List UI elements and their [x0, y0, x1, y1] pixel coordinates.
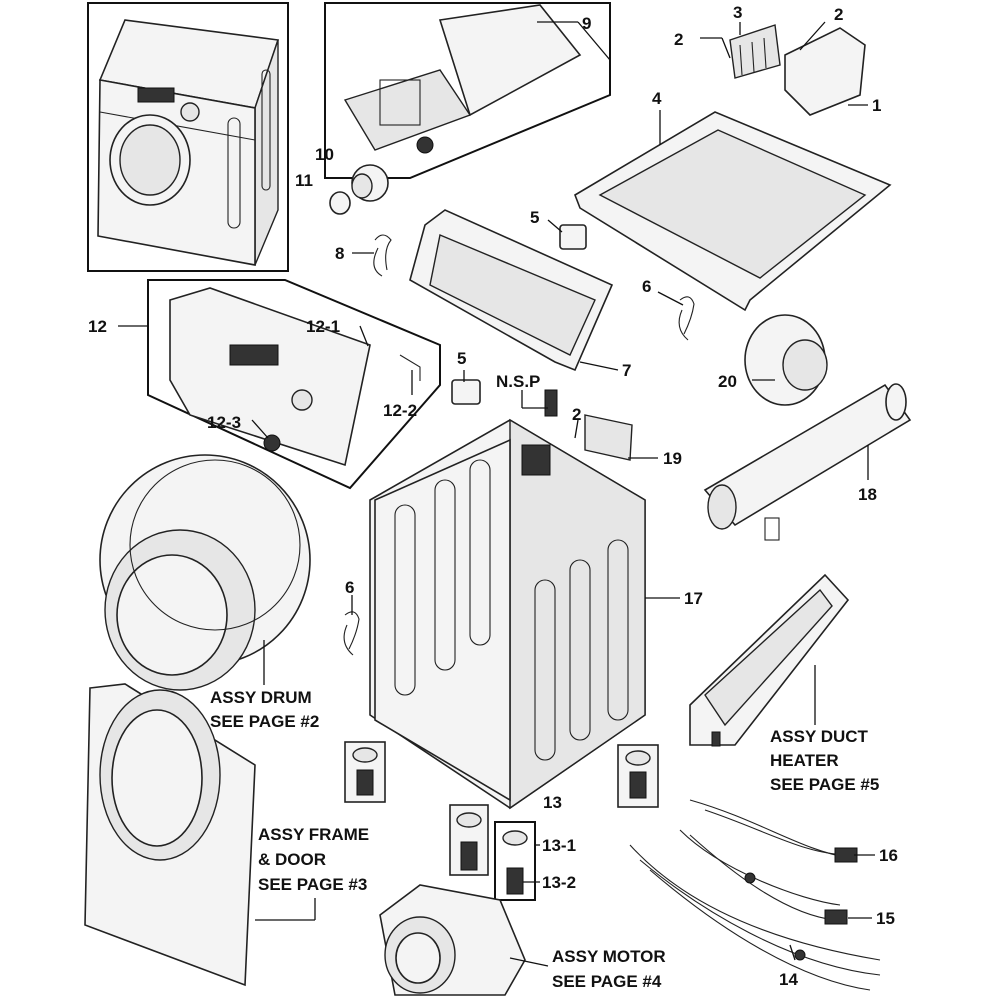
note-heater-line3: SEE PAGE #5 [770, 775, 879, 794]
part-label-4: 4 [652, 89, 662, 108]
part-label-13-1: 13-1 [542, 836, 576, 855]
cabinet-illustration [369, 389, 646, 810]
filter-housing-illustration [729, 24, 866, 116]
foot-right-illustration [617, 744, 659, 808]
leader-lines [118, 21, 875, 967]
duct-20-illustration [744, 314, 828, 406]
control-board-panel [324, 2, 611, 179]
part-label-5-top: 5 [530, 208, 539, 227]
control-panel-group [147, 279, 441, 490]
duct-18-illustration [703, 383, 912, 541]
part-label-3: 3 [733, 3, 742, 22]
wire-harness-illustration [629, 799, 881, 991]
clip-6-bottom-illustration [343, 611, 360, 656]
part-label-12-3: 12-3 [207, 413, 241, 432]
part-labels: 9 3 2 2 1 4 10 11 5 8 6 7 12 12-1 12-2 1… [88, 3, 898, 989]
part-label-13: 13 [543, 793, 562, 812]
part-label-11: 11 [295, 171, 313, 190]
part-label-8: 8 [335, 244, 344, 263]
duct-heater-illustration [689, 573, 850, 747]
knob-11-illustration [329, 191, 351, 215]
part-label-10: 10 [315, 145, 334, 164]
overview-panel [87, 2, 289, 272]
part-label-2-mid: 2 [572, 405, 581, 424]
foot-13-illustration [449, 804, 536, 901]
note-drum-line2: SEE PAGE #2 [210, 712, 319, 731]
part-label-13-2: 13-2 [542, 873, 576, 892]
part-label-20: 20 [718, 372, 737, 391]
part-label-7: 7 [622, 361, 631, 380]
top-cover-illustration [574, 111, 892, 312]
clip-6-top-illustration [678, 296, 695, 341]
note-frame-line2: & DOOR [258, 850, 326, 869]
part-label-12-1: 12-1 [306, 317, 340, 336]
part-label-18: 18 [858, 485, 877, 504]
part-label-6-bottom: 6 [345, 578, 354, 597]
part-label-5-mid: 5 [457, 349, 466, 368]
pcb-bracket-illustration [343, 4, 582, 154]
part-label-14: 14 [779, 970, 798, 989]
clip-8-illustration [373, 234, 392, 277]
foot-left-illustration [344, 741, 386, 803]
note-heater-line1: ASSY DUCT [770, 727, 869, 746]
panel-frame-illustration [409, 209, 614, 372]
part-label-1: 1 [872, 96, 881, 115]
part-label-2-left: 2 [674, 30, 683, 49]
note-drum-line1: ASSY DRUM [210, 688, 312, 707]
part-label-17: 17 [684, 589, 703, 608]
frame-door-illustration [84, 683, 256, 987]
clip-5-top-illustration [559, 224, 587, 250]
part-label-nsp: N.S.P [496, 372, 540, 391]
note-motor-line2: SEE PAGE #4 [552, 972, 662, 991]
part-label-16: 16 [879, 846, 898, 865]
dryer-overview-illustration [97, 19, 280, 266]
part-label-19: 19 [663, 449, 682, 468]
part-label-12: 12 [88, 317, 107, 336]
note-heater-line2: HEATER [770, 751, 839, 770]
part-label-2-right: 2 [834, 5, 843, 24]
note-frame-line1: ASSY FRAME [258, 825, 369, 844]
note-frame-line3: SEE PAGE #3 [258, 875, 367, 894]
drum-illustration [99, 454, 311, 691]
assembly-notes: ASSY DRUM SEE PAGE #2 ASSY FRAME & DOOR … [210, 688, 879, 991]
part-label-12-2: 12-2 [383, 401, 417, 420]
part-label-15: 15 [876, 909, 895, 928]
part-label-6-top: 6 [642, 277, 651, 296]
note-motor-line1: ASSY MOTOR [552, 947, 666, 966]
clip-5-mid-illustration [451, 379, 481, 405]
knob-10-illustration [351, 164, 389, 202]
control-panel-illustration [169, 287, 421, 467]
part-label-9: 9 [582, 14, 591, 33]
motor-illustration [379, 884, 526, 996]
